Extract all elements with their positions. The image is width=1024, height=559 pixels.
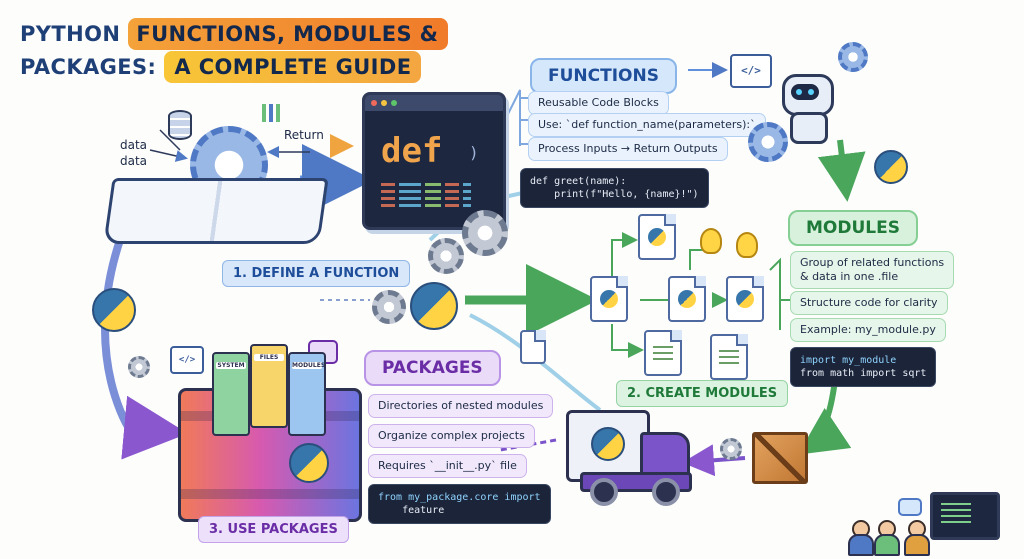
package-code-icon: </> <box>170 346 204 374</box>
open-book-icon <box>103 178 329 244</box>
truck-wheel-icon <box>652 478 680 506</box>
module-text-file-icon-2 <box>710 334 748 380</box>
person-icon-1 <box>848 520 874 556</box>
modules-code-snippet: import my_module from math import sqrt <box>790 347 937 387</box>
editor-titlebar <box>365 95 503 111</box>
python-side-logo <box>92 288 136 332</box>
folder-label-2: FILES <box>254 354 284 361</box>
folder-icon-2: FILES <box>250 344 288 428</box>
module-file-icon-2 <box>590 276 628 322</box>
speech-bubble-icon <box>898 498 922 516</box>
person-icon-3 <box>904 520 930 556</box>
modules-heading: MODULES <box>788 210 918 246</box>
code-line: feature <box>378 505 445 516</box>
title-highlight-1: FUNCTIONS, MODULES & <box>128 18 449 50</box>
module-text-file-icon-1 <box>644 330 682 376</box>
step-2-label: 2. CREATE MODULES <box>616 380 789 407</box>
robot-body <box>790 112 828 144</box>
modules-bullet-3: Example: my_module.py <box>790 318 946 342</box>
flow-book-to-packages <box>101 238 188 460</box>
flow-robot-to-modules <box>817 139 866 202</box>
code-window-icon: </> <box>730 54 772 88</box>
code-editor-window: def ) <box>362 92 506 230</box>
folder-icon-1: SYSTEM <box>212 352 250 436</box>
modules-bullet-2: Structure code for clarity <box>790 291 948 315</box>
functions-bullet-2: Use: `def function_name(parameters):` <box>528 113 766 137</box>
code-line: from my_package.core import <box>378 492 541 503</box>
data-input-label-2: data <box>120 154 148 168</box>
def-keyword: def <box>381 131 443 171</box>
modules-bullet-1: Group of related functions& data in one … <box>790 251 955 289</box>
step-3-label: 3. USE PACKAGES <box>198 516 349 543</box>
mid-gear-icon-3 <box>372 290 406 324</box>
flying-file-icon <box>520 330 546 364</box>
functions-heading: FUNCTIONS <box>530 58 677 94</box>
computer-monitor-icon <box>930 492 1000 540</box>
title-python: PYTHON <box>20 22 121 46</box>
code-line: import my_module <box>800 355 897 366</box>
module-file-icon-1 <box>638 214 676 260</box>
folder-label-1: SYSTEM <box>216 362 246 369</box>
title-line-1: PYTHON FUNCTIONS, MODULES & <box>14 18 449 50</box>
mid-gear-icon-2 <box>462 210 508 256</box>
crate-python-logo <box>289 443 329 483</box>
packages-bullet-3: Requires `__init__.py` file <box>368 454 527 478</box>
code-line: from math import sqrt <box>800 368 927 379</box>
robot-icon <box>782 74 834 116</box>
modules-bullet-1-line-1: Group of related functions <box>800 256 945 269</box>
packages-bullet-1: Directories of nested modules <box>368 394 554 418</box>
mid-gear-icon-1 <box>428 238 464 274</box>
functions-bullet-1: Reusable Code Blocks <box>528 91 669 115</box>
module-file-icon-4 <box>726 276 764 322</box>
modules-bullet-1-line-2: & data in one .file <box>800 270 899 283</box>
module-file-icon-3 <box>668 276 706 322</box>
lightbulb-icon-1 <box>700 228 722 254</box>
title-highlight-2: A COMPLETE GUIDE <box>164 51 422 83</box>
truck-python-logo <box>591 427 625 461</box>
side-gear-icon <box>128 356 150 378</box>
bar-chart-icon <box>262 104 280 122</box>
box-gear-icon <box>720 438 742 460</box>
title-line-2: PACKAGES: A COMPLETE GUIDE <box>14 51 422 83</box>
title-packages: PACKAGES: <box>20 55 157 79</box>
packages-heading: PACKAGES <box>364 350 501 386</box>
code-line: print(f"Hello, {name}!") <box>530 189 699 200</box>
return-label: Return <box>284 128 324 142</box>
delivery-truck-icon <box>566 410 650 482</box>
database-icon <box>168 110 192 140</box>
wooden-crate-icon <box>752 432 808 484</box>
folder-label-3: MODULES <box>292 362 326 369</box>
folder-icon-3: MODULES <box>288 352 326 436</box>
flow-modules-to-box <box>798 379 852 455</box>
person-icon-2 <box>874 520 900 556</box>
closing-paren: ) <box>469 143 479 162</box>
functions-code-snippet: def greet(name): print(f"Hello, {name}!"… <box>520 168 709 208</box>
python-function-logo <box>410 282 458 330</box>
robot-gear-icon <box>748 122 788 162</box>
truck-wheel-icon <box>590 478 618 506</box>
code-line: def greet(name): <box>530 176 627 187</box>
lightbulb-icon-2 <box>736 232 758 258</box>
step-1-label: 1. DEFINE A FUNCTION <box>222 260 411 287</box>
packages-code-snippet: from my_package.core import feature <box>368 484 551 524</box>
settings-gear-icon <box>838 42 868 72</box>
packages-bullet-2: Organize complex projects <box>368 424 535 448</box>
python-logo-icon <box>874 150 908 184</box>
data-input-label-1: data <box>120 138 148 152</box>
functions-bullet-3: Process Inputs → Return Outputs <box>528 137 728 161</box>
